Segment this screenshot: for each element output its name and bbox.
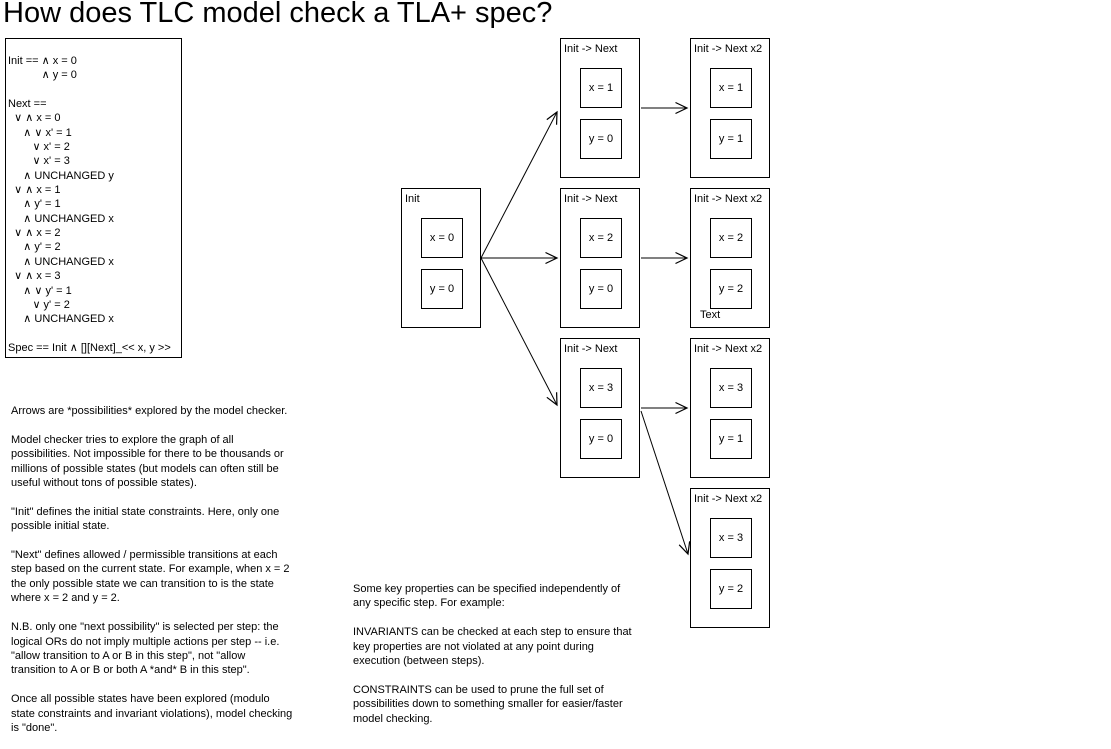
state-node-init: Init x = 0 y = 0 <box>401 188 481 328</box>
state-node-next2-x3y2: Init -> Next x2 x = 3 y = 2 <box>690 488 770 628</box>
x-value-box: x = 1 <box>710 68 752 108</box>
x-value: x = 3 <box>718 532 744 544</box>
y-value: y = 1 <box>718 133 744 145</box>
edge-next3-to-next2-x3y2 <box>640 410 691 556</box>
y-value: y = 0 <box>588 133 614 145</box>
x-value: x = 0 <box>429 232 455 244</box>
y-value: y = 0 <box>588 283 614 295</box>
x-value: x = 1 <box>718 82 744 94</box>
notes-middle: Some key properties can be specified ind… <box>353 583 632 725</box>
y-value-box: y = 0 <box>580 419 622 459</box>
text-footnote: Text <box>700 309 721 321</box>
y-value: y = 0 <box>588 433 614 445</box>
y-value-box: y = 1 <box>710 119 752 159</box>
state-node-label: Init -> Next <box>564 343 618 355</box>
y-value-box: y = 0 <box>580 119 622 159</box>
y-value-box: y = 0 <box>421 269 463 309</box>
y-value-box: y = 1 <box>710 419 752 459</box>
y-value: y = 2 <box>718 583 744 595</box>
x-value-box: x = 3 <box>580 368 622 408</box>
x-value: x = 2 <box>588 232 614 244</box>
state-node-next-x2y0: Init -> Next x = 2 y = 0 <box>560 188 640 328</box>
x-value-box: x = 3 <box>710 368 752 408</box>
state-node-label: Init -> Next x2 <box>694 493 763 505</box>
state-node-label: Init -> Next <box>564 193 618 205</box>
state-node-label: Init -> Next x2 <box>694 43 763 55</box>
edge-init-to-next-x3 <box>480 257 558 407</box>
state-node-label: Init -> Next <box>564 43 618 55</box>
x-value-box: x = 2 <box>710 218 752 258</box>
state-node-next-x1y0: Init -> Next x = 1 y = 0 <box>560 38 640 178</box>
y-value: y = 0 <box>429 283 455 295</box>
x-value-box: x = 0 <box>421 218 463 258</box>
notes-left: Arrows are *possibilities* explored by t… <box>11 405 293 734</box>
y-value-box: y = 0 <box>580 269 622 309</box>
tla-spec-code-box: Init == ∧ x = 0 ∧ y = 0 Next == ∨ ∧ x = … <box>5 38 182 358</box>
y-value-box: y = 2 <box>710 569 752 609</box>
y-value: y = 2 <box>718 283 744 295</box>
state-node-next-x3y0: Init -> Next x = 3 y = 0 <box>560 338 640 478</box>
x-value: x = 2 <box>718 232 744 244</box>
x-value: x = 3 <box>718 382 744 394</box>
state-node-label: Init <box>405 193 420 205</box>
state-node-label: Init -> Next x2 <box>694 193 763 205</box>
state-node-next2-x2y2: Init -> Next x2 x = 2 y = 2 Text <box>690 188 770 328</box>
x-value-box: x = 1 <box>580 68 622 108</box>
x-value-box: x = 2 <box>580 218 622 258</box>
x-value: x = 1 <box>588 82 614 94</box>
y-value: y = 1 <box>718 433 744 445</box>
page-title: How does TLC model check a TLA+ spec? <box>3 0 553 29</box>
x-value: x = 3 <box>588 382 614 394</box>
state-node-next2-x1y1: Init -> Next x2 x = 1 y = 1 <box>690 38 770 178</box>
state-node-next2-x3y1: Init -> Next x2 x = 3 y = 1 <box>690 338 770 478</box>
state-node-label: Init -> Next x2 <box>694 343 763 355</box>
edge-init-to-next-x1 <box>480 110 558 259</box>
y-value-box: y = 2 <box>710 269 752 309</box>
x-value-box: x = 3 <box>710 518 752 558</box>
